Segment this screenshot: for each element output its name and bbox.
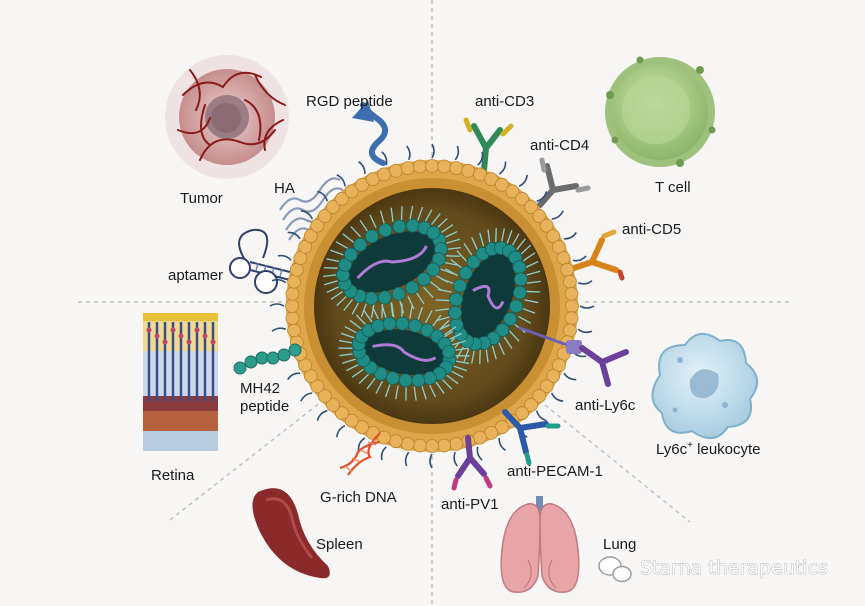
spleen-organ xyxy=(252,488,330,579)
mh42-peptide-icon xyxy=(233,343,302,375)
retina-label: Retina xyxy=(151,467,195,484)
aptamer-icon xyxy=(229,228,291,294)
lipid-nanoparticle xyxy=(269,143,629,469)
anti-cd5-label: anti-CD5 xyxy=(622,221,681,238)
ha-label: HA xyxy=(274,180,295,197)
ly6c-leukocyte xyxy=(651,333,758,439)
g-rich-dna-label: G-rich DNA xyxy=(320,489,397,506)
anti-pecam-label: anti-PECAM-1 xyxy=(507,463,603,480)
lung-label: Lung xyxy=(603,536,636,553)
anti-cd4-label: anti-CD4 xyxy=(530,137,589,154)
g-rich-dna-icon xyxy=(339,432,381,476)
anti-ly6c-label: anti-Ly6c xyxy=(575,397,636,414)
peptide-label: peptide xyxy=(240,398,289,415)
anti-ly6c-antibody-icon xyxy=(518,326,629,387)
tumor-label: Tumor xyxy=(180,190,223,207)
spleen-label: Spleen xyxy=(316,536,363,553)
anti-pv1-antibody-icon xyxy=(451,435,493,491)
mh42-label: MH42 xyxy=(240,380,280,397)
anti-cd3-antibody-icon xyxy=(463,117,514,173)
watermark-text: Starna therapeutics xyxy=(640,557,828,579)
wechat-icon xyxy=(598,556,632,583)
anti-cd5-antibody-icon xyxy=(565,229,625,281)
tumor-cell xyxy=(165,55,289,179)
anti-cd4-antibody-icon xyxy=(537,157,591,208)
lung-organ xyxy=(500,496,580,593)
anti-pv1-label: anti-PV1 xyxy=(441,496,499,513)
aptamer-label: aptamer xyxy=(168,267,223,284)
rgd-peptide-icon xyxy=(352,100,388,166)
anti-pecam-antibody-icon xyxy=(502,409,561,466)
t-cell-label: T cell xyxy=(655,179,691,196)
anti-cd3-label: anti-CD3 xyxy=(475,93,534,110)
t-cell xyxy=(605,56,716,167)
rgd-label: RGD peptide xyxy=(306,93,393,110)
retina-tissue xyxy=(143,313,218,451)
ly6c-leukocyte-label: Ly6c+ leukocyte xyxy=(656,440,761,458)
